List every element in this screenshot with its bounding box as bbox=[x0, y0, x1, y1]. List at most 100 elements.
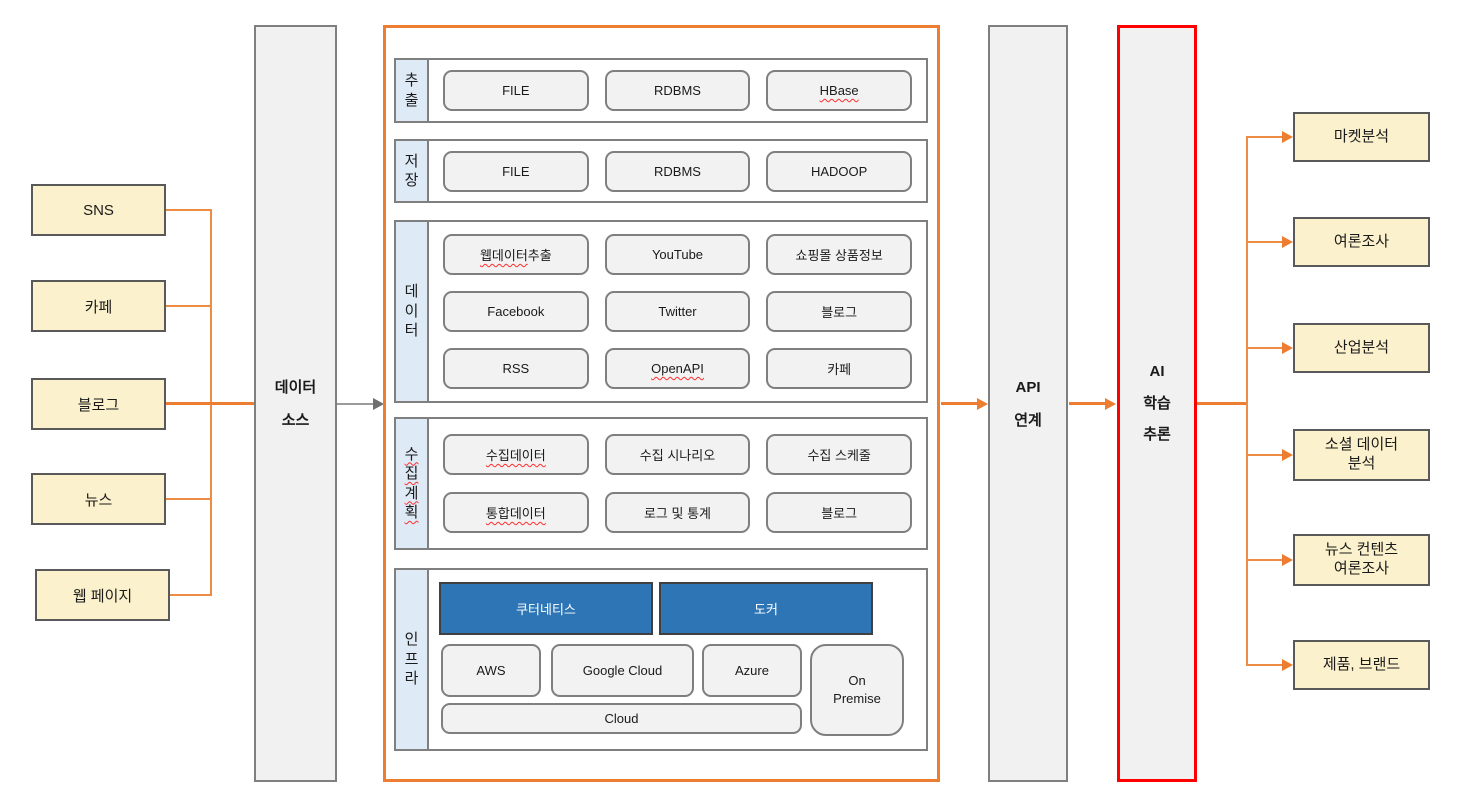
item-label: 로그 및 통계 bbox=[643, 506, 711, 521]
source-label: SNS bbox=[83, 201, 114, 219]
source-box-sns: SNS bbox=[31, 184, 166, 236]
item-label: YouTube bbox=[651, 247, 704, 262]
api-link-label: API 연계 bbox=[1014, 378, 1042, 429]
connector-line-gray bbox=[337, 403, 374, 405]
item-label: 수집데이터 bbox=[485, 448, 546, 463]
item-label: RDBMS bbox=[654, 83, 701, 98]
pipeline-row-collection-plan: 수 집 계 획 수집데이터 수집 시나리오 수집 스케줄 통합데이터 로그 및 … bbox=[394, 417, 928, 550]
connector-line bbox=[941, 402, 978, 405]
pipeline-item-shopping-info: 쇼핑몰 상품정보 bbox=[766, 234, 912, 275]
connector-line bbox=[170, 594, 211, 596]
pipeline-item-rss: RSS bbox=[443, 348, 589, 389]
item-label: FILE bbox=[502, 163, 530, 179]
item-label: 통합데이터 bbox=[485, 506, 546, 521]
source-label: 블로그 bbox=[77, 396, 120, 414]
pipeline-item-file: FILE bbox=[443, 150, 589, 192]
item-label: 추출 bbox=[527, 248, 552, 263]
output-box-product-brand: 제품, 브랜드 bbox=[1293, 640, 1430, 690]
output-box-opinion-poll: 여론조사 bbox=[1293, 217, 1430, 267]
item-label: HADOOP bbox=[810, 163, 868, 179]
pipeline-item-blog: 블로그 bbox=[766, 492, 912, 533]
output-box-market-analysis: 마켓분석 bbox=[1293, 112, 1430, 162]
pipeline-item-cafe: 카페 bbox=[766, 348, 912, 389]
infra-item-google-cloud: Google Cloud bbox=[551, 644, 694, 697]
arrowhead bbox=[1282, 342, 1293, 354]
infra-item-on-premise: On Premise bbox=[810, 644, 904, 736]
connector-line bbox=[1069, 402, 1106, 405]
arrowhead-gray bbox=[373, 398, 384, 410]
output-label: 산업분석 bbox=[1333, 338, 1390, 356]
pipeline-item-facebook: Facebook bbox=[443, 291, 589, 332]
output-label: 뉴스 컨텐츠 여론조사 bbox=[1324, 541, 1399, 577]
pipeline-item-blog: 블로그 bbox=[766, 291, 912, 332]
row-label-infra: 인 프 라 bbox=[396, 570, 429, 749]
infra-item-kubernetes: 쿠터네티스 bbox=[439, 582, 653, 635]
item-label: Azure bbox=[735, 662, 769, 678]
row-label-collection-plan: 수 집 계 획 bbox=[396, 419, 429, 548]
pipeline-item-collection-schedule: 수집 스케줄 bbox=[766, 434, 912, 475]
connector-line bbox=[166, 209, 211, 211]
connector-line bbox=[1247, 136, 1283, 138]
item-label: Cloud bbox=[604, 710, 639, 726]
item-label: 수집 스케줄 bbox=[807, 448, 871, 463]
pipeline-item-webdata-extract: 웹데이터 추출 bbox=[443, 234, 589, 275]
connector-line bbox=[166, 305, 211, 307]
item-label: Twitter bbox=[658, 304, 697, 319]
item-label: Facebook bbox=[487, 304, 545, 319]
item-label: 웹데이터 bbox=[479, 248, 528, 263]
row-label-extract: 추 출 bbox=[396, 60, 429, 121]
infra-area: 쿠터네티스 도커 AWS Google Cloud Azure On Premi… bbox=[429, 570, 926, 749]
pipeline-item-youtube: YouTube bbox=[604, 234, 751, 275]
connector-line bbox=[1247, 559, 1283, 561]
source-label: 웹 페이지 bbox=[72, 587, 133, 605]
output-label: 마켓분석 bbox=[1333, 127, 1390, 145]
data-source-label: 데이터 소스 bbox=[274, 378, 317, 429]
item-label: OpenAPI bbox=[651, 361, 704, 376]
source-label: 뉴스 bbox=[84, 491, 113, 509]
row-label-store: 저 장 bbox=[396, 141, 429, 201]
pipeline-item-collection-scenario: 수집 시나리오 bbox=[604, 434, 751, 475]
arrowhead bbox=[1282, 554, 1293, 566]
row-items: FILE RDBMS HBase bbox=[429, 60, 926, 121]
pipeline-item-log-stats: 로그 및 통계 bbox=[604, 492, 751, 533]
infra-item-azure: Azure bbox=[702, 644, 802, 697]
infra-item-cloud: Cloud bbox=[441, 703, 802, 734]
source-box-cafe: 카페 bbox=[31, 280, 166, 332]
pipeline-item-hadoop: HADOOP bbox=[766, 150, 912, 192]
pipeline-row-extract: 추 출 FILE RDBMS HBase bbox=[394, 58, 928, 123]
item-label: 블로그 bbox=[821, 305, 858, 320]
arrowhead bbox=[1282, 236, 1293, 248]
output-box-industry-analysis: 산업분석 bbox=[1293, 323, 1430, 373]
connector-line bbox=[1247, 241, 1283, 243]
connector-line bbox=[1247, 454, 1283, 456]
item-label: RDBMS bbox=[654, 163, 701, 179]
connector-line bbox=[1247, 347, 1283, 349]
source-box-news: 뉴스 bbox=[31, 473, 166, 525]
ai-inference-hub: AI 학습 추론 bbox=[1117, 25, 1197, 782]
output-box-news-content-poll: 뉴스 컨텐츠 여론조사 bbox=[1293, 534, 1430, 586]
item-label: RSS bbox=[502, 361, 530, 376]
item-label: AWS bbox=[476, 662, 506, 678]
row-items: 웹데이터 추출 YouTube 쇼핑몰 상품정보 Facebook Twitte… bbox=[429, 222, 926, 401]
item-label: 도커 bbox=[754, 602, 778, 617]
pipeline-item-collected-data: 수집데이터 bbox=[443, 434, 589, 475]
source-box-blog: 블로그 bbox=[31, 378, 166, 430]
pipeline-item-integrated-data: 통합데이터 bbox=[443, 492, 589, 533]
arrowhead bbox=[977, 398, 988, 410]
source-box-webpage: 웹 페이지 bbox=[35, 569, 170, 621]
connector-bus-right bbox=[1246, 136, 1248, 666]
arrowhead bbox=[1282, 449, 1293, 461]
pipeline-row-infra: 인 프 라 쿠터네티스 도커 AWS Google Cloud Azure On… bbox=[394, 568, 928, 751]
row-items: 수집데이터 수집 시나리오 수집 스케줄 통합데이터 로그 및 통계 블로그 bbox=[429, 419, 926, 548]
pipeline-row-data: 데 이 터 웹데이터 추출 YouTube 쇼핑몰 상품정보 Facebook … bbox=[394, 220, 928, 403]
item-label: Google Cloud bbox=[582, 662, 663, 678]
row-items: FILE RDBMS HADOOP bbox=[429, 141, 926, 201]
pipeline-row-store: 저 장 FILE RDBMS HADOOP bbox=[394, 139, 928, 203]
arrowhead bbox=[1282, 131, 1293, 143]
pipeline-item-openapi: OpenAPI bbox=[604, 348, 751, 389]
item-label: HBase bbox=[819, 83, 859, 98]
output-label: 제품, 브랜드 bbox=[1322, 655, 1401, 673]
connector-line-main bbox=[166, 402, 254, 405]
item-label: 카페 bbox=[827, 362, 852, 377]
